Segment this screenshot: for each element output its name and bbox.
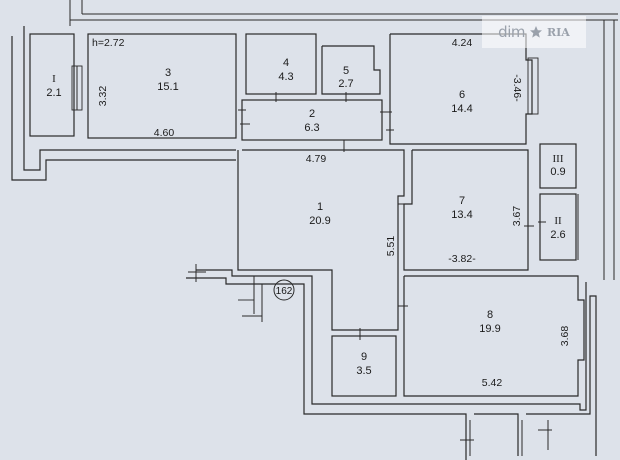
dim-room8-width: 5.42 — [482, 377, 503, 389]
watermark: dim RIA — [482, 16, 586, 48]
room-2 — [241, 99, 383, 141]
room-3 — [87, 33, 237, 139]
room-III — [539, 143, 577, 189]
dim-room3-width: 4.60 — [154, 127, 175, 139]
room-9-area: 3.5 — [356, 365, 371, 377]
dim-room6-height: -3.46- — [511, 74, 523, 102]
room-4-number: 4 — [283, 57, 289, 69]
watermark-brand: dim — [498, 23, 525, 41]
dim-room1-height: 5.51 — [385, 236, 397, 257]
room-8-area: 19.9 — [479, 323, 500, 335]
room-I-area: 2.1 — [46, 87, 61, 99]
room-3-area: 15.1 — [157, 81, 178, 93]
marker-162: 162 — [273, 279, 295, 301]
room-7 — [403, 149, 529, 271]
room-2-number: 2 — [309, 108, 315, 120]
room-6-area: 14.4 — [451, 103, 472, 115]
room-4-area: 4.3 — [278, 71, 293, 83]
dim-room7-width: -3.82- — [448, 253, 476, 265]
marker-label: 162 — [276, 286, 293, 297]
room-6-number: 6 — [459, 89, 465, 101]
room-9 — [331, 335, 397, 397]
room-III-area: 0.9 — [550, 166, 565, 178]
room-II-area: 2.6 — [550, 229, 565, 241]
dim-room1-width: 4.79 — [306, 153, 327, 165]
room-1-area: 20.9 — [309, 215, 330, 227]
room-4 — [245, 33, 317, 95]
room-I-number: I — [52, 73, 56, 85]
room-2-area: 6.3 — [304, 122, 319, 134]
room-III-number: III — [553, 153, 564, 165]
room-8 — [403, 275, 585, 397]
ceiling-height: h=2.72 — [92, 37, 125, 49]
room-5 — [321, 45, 381, 95]
dim-room7-height: 3.67 — [511, 206, 523, 227]
room-II — [539, 193, 577, 261]
room-7-area: 13.4 — [451, 209, 472, 221]
dim-room8-height: 3.68 — [559, 326, 571, 347]
bottom-walls — [186, 264, 597, 460]
room-7-number: 7 — [459, 195, 465, 207]
star-icon — [529, 26, 542, 38]
room-I — [29, 33, 83, 137]
room-1 — [237, 149, 405, 331]
room-3-number: 3 — [165, 67, 171, 79]
dim-room3-height: 3.32 — [97, 86, 109, 107]
dim-room6-width: 4.24 — [452, 37, 473, 49]
room-6-window — [527, 57, 539, 115]
room-1-number: 1 — [317, 201, 323, 213]
room-5-area: 2.7 — [338, 78, 353, 90]
room-II-number: II — [554, 215, 562, 227]
room-5-number: 5 — [343, 65, 349, 77]
watermark-sub: RIA — [546, 25, 570, 39]
door-marks — [238, 92, 546, 340]
room-9-number: 9 — [361, 351, 367, 363]
room-8-number: 8 — [487, 309, 493, 321]
